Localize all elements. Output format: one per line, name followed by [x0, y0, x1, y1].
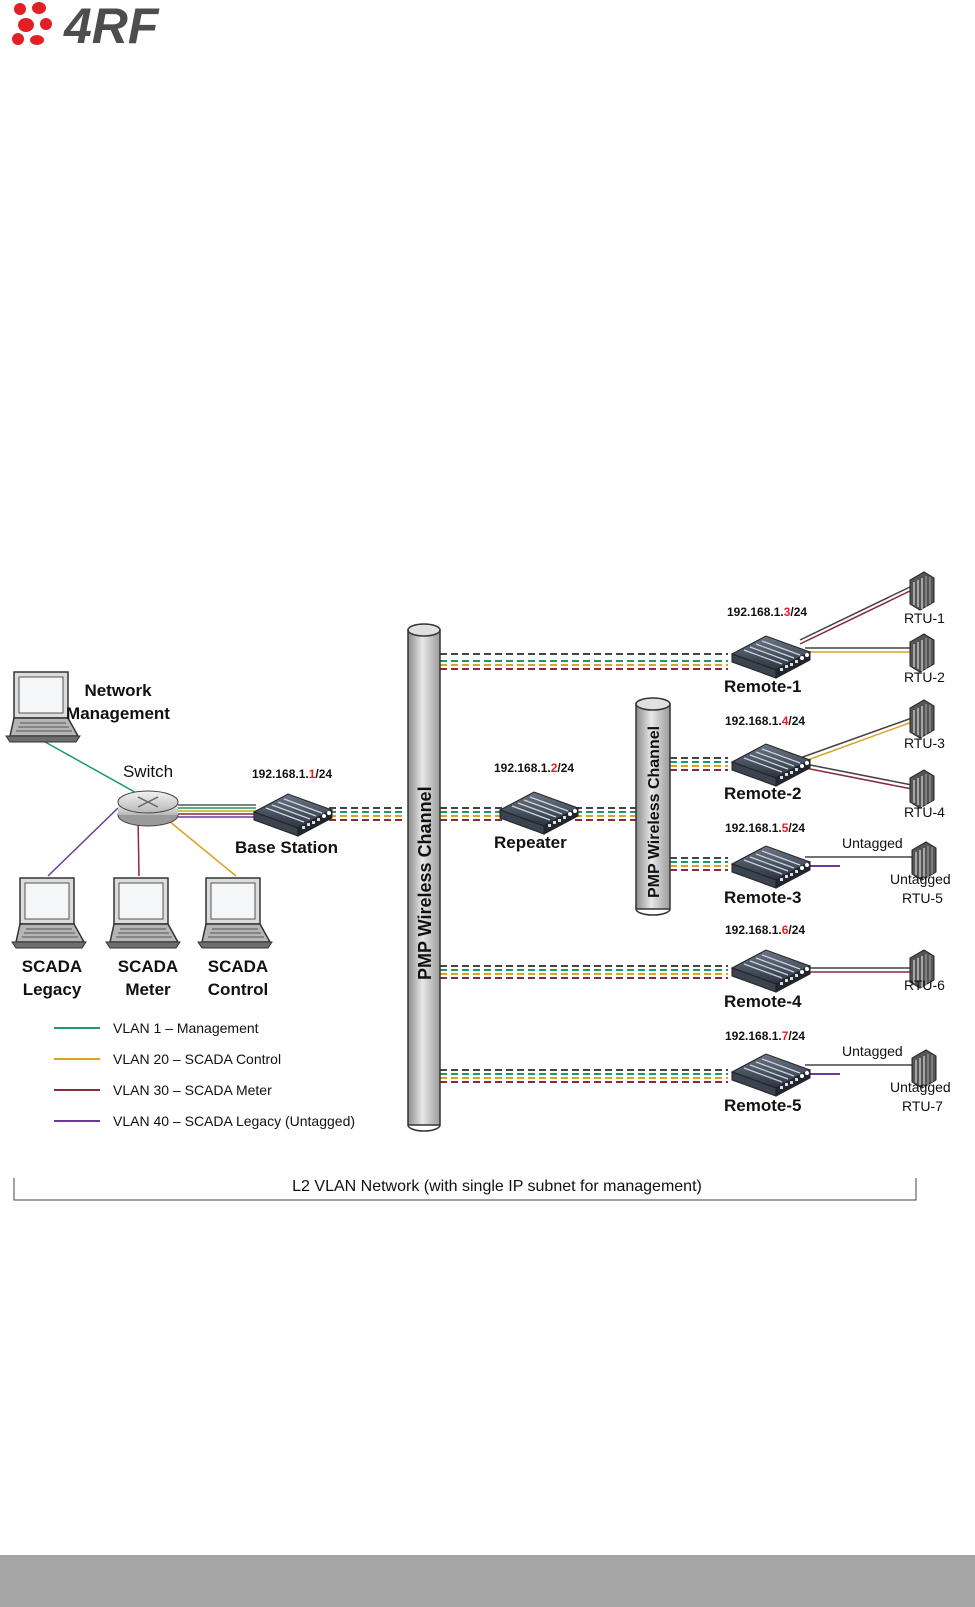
repeater: 192.168.1.2/24 Repeater	[494, 761, 579, 852]
svg-text:RTU-6: RTU-6	[904, 977, 945, 993]
rtu-links	[799, 585, 913, 1075]
pmp-channel-main: PMP Wireless Channel	[407, 623, 441, 1132]
svg-text:SCADA: SCADA	[22, 957, 82, 976]
rtu-3: RTU-3	[904, 699, 945, 751]
legend-item-vlan30: VLAN 30 – SCADA Meter	[54, 1082, 272, 1098]
link-management	[37, 737, 141, 796]
trunk-remote-3	[670, 857, 728, 871]
base-station-label: Base Station	[235, 838, 338, 857]
remote-2: 192.168.1.4/24 Remote-2	[724, 714, 811, 803]
wireless-trunks	[318, 653, 728, 1083]
diagram-caption: L2 VLAN Network (with single IP subnet f…	[13, 1178, 917, 1201]
scada-meter-computer: SCADA Meter	[105, 877, 181, 999]
svg-text:SCADA: SCADA	[208, 957, 268, 976]
trunk-remote-5	[440, 1069, 728, 1083]
rtu-2: RTU-2	[904, 633, 945, 685]
scada-legacy-computer: SCADA Legacy	[11, 877, 87, 999]
repeater-label: Repeater	[494, 833, 567, 852]
remote-3: 192.168.1.5/24 Remote-3	[724, 821, 811, 907]
svg-text:192.168.1.5/24: 192.168.1.5/24	[725, 821, 805, 835]
untagged-label-5: Untagged	[842, 1043, 903, 1059]
svg-text:RTU-4: RTU-4	[904, 804, 945, 820]
svg-text:Legacy: Legacy	[23, 980, 82, 999]
svg-text:192.168.1.7/24: 192.168.1.7/24	[725, 1029, 805, 1043]
trunk-repeater-to-channel2	[575, 807, 636, 821]
untagged-label-3: Untagged	[842, 835, 903, 851]
trunk-remote-4	[440, 965, 728, 979]
rtu-7: Untagged Untagged RTU-7	[842, 1043, 951, 1114]
svg-text:RTU-2: RTU-2	[904, 669, 945, 685]
svg-text:192.168.1.6/24: 192.168.1.6/24	[725, 923, 805, 937]
svg-text:VLAN 1 – Management: VLAN 1 – Management	[113, 1020, 259, 1036]
untagged-rtu5-label: Untagged	[890, 871, 951, 887]
svg-text:RTU-1: RTU-1	[904, 610, 945, 626]
trunk-remote-1	[440, 653, 728, 670]
untagged-rtu7-label: Untagged	[890, 1079, 951, 1095]
pmp-channel-secondary-label: PMP Wireless Channel	[646, 726, 663, 898]
remote-1: 192.168.1.3/24 Remote-1	[724, 605, 811, 696]
legend-item-vlan40: VLAN 40 – SCADA Legacy (Untagged)	[54, 1113, 355, 1129]
caption-text: L2 VLAN Network (with single IP subnet f…	[292, 1178, 702, 1195]
link-scada-legacy	[47, 807, 119, 877]
network-management-laptop: Network Management	[5, 671, 170, 743]
trunk-base-to-channel	[318, 807, 406, 821]
switch-links	[37, 737, 256, 877]
svg-text:RTU-7: RTU-7	[902, 1098, 943, 1114]
svg-text:192.168.1.4/24: 192.168.1.4/24	[725, 714, 805, 728]
svg-text:VLAN 20 – SCADA Control: VLAN 20 – SCADA Control	[113, 1051, 281, 1067]
link-scada-control	[157, 811, 237, 877]
pmp-channel-main-label: PMP Wireless Channel	[415, 786, 435, 980]
switch-icon: Switch	[117, 762, 179, 827]
network-management-label-1: Network	[84, 681, 152, 700]
trunk-remote-2	[670, 757, 728, 771]
svg-text:Control: Control	[208, 980, 268, 999]
legend-item-vlan1: VLAN 1 – Management	[54, 1020, 259, 1036]
svg-text:Meter: Meter	[125, 980, 171, 999]
remote-4-label: Remote-4	[724, 992, 802, 1011]
remote-1-label: Remote-1	[724, 677, 801, 696]
legend-item-vlan20: VLAN 20 – SCADA Control	[54, 1051, 281, 1067]
rtu-1: RTU-1	[904, 571, 945, 626]
svg-text:192.168.1.3/24: 192.168.1.3/24	[727, 605, 807, 619]
remote-2-label: Remote-2	[724, 784, 801, 803]
svg-text:192.168.1.1/24: 192.168.1.1/24	[252, 767, 332, 781]
remote-4: 192.168.1.6/24 Remote-4	[724, 923, 811, 1011]
4rf-logo: 4RF	[12, 0, 160, 50]
logo-wordmark: 4RF	[63, 0, 160, 50]
network-management-label-2: Management	[66, 704, 170, 723]
footer-bar	[0, 1555, 975, 1607]
svg-text:VLAN 30 – SCADA Meter: VLAN 30 – SCADA Meter	[113, 1082, 272, 1098]
remote-3-label: Remote-3	[724, 888, 801, 907]
base-station: 192.168.1.1/24 Base Station	[235, 767, 338, 857]
svg-text:VLAN 40 – SCADA Legacy (Untag: VLAN 40 – SCADA Legacy (Untagged)	[113, 1113, 355, 1129]
rtu-6: RTU-6	[904, 949, 945, 993]
rtu-4: RTU-4	[904, 769, 945, 820]
trunk-channel-to-repeater	[440, 807, 505, 821]
svg-text:SCADA: SCADA	[118, 957, 178, 976]
switch-label: Switch	[123, 762, 173, 781]
svg-text:RTU-3: RTU-3	[904, 735, 945, 751]
svg-text:192.168.1.2/24: 192.168.1.2/24	[494, 761, 574, 775]
vlan-legend: VLAN 1 – Management VLAN 20 – SCADA Cont…	[54, 1020, 355, 1129]
pmp-channel-secondary: PMP Wireless Channel	[635, 697, 671, 916]
remote-5-label: Remote-5	[724, 1096, 801, 1115]
svg-text:RTU-5: RTU-5	[902, 890, 943, 906]
rtu-5: Untagged Untagged RTU-5	[842, 835, 951, 906]
scada-control-computer: SCADA Control	[197, 877, 273, 999]
remote-5: 192.168.1.7/24 Remote-5	[724, 1029, 811, 1115]
